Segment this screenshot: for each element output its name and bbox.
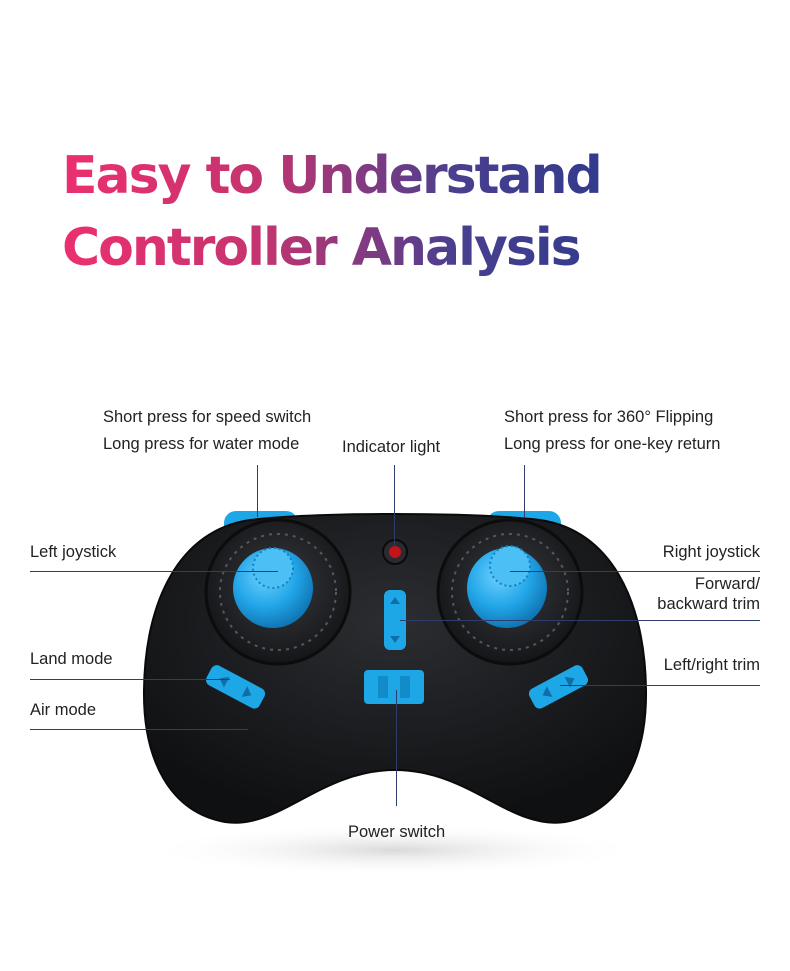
label-indicator-light: Indicator light [342, 438, 441, 456]
floor-shadow [145, 824, 645, 876]
right-joystick-cap [489, 545, 531, 587]
leader-left-shoulder [257, 465, 258, 517]
power-switch[interactable] [364, 670, 424, 704]
label-left-right-trim: Left/right trim [663, 656, 760, 674]
leader-land-mode [30, 679, 230, 680]
label-air-mode: Air mode [30, 701, 97, 719]
leader-power-switch [396, 690, 397, 806]
leader-right-shoulder [524, 465, 525, 517]
leader-left-joystick [30, 571, 278, 572]
leader-air-mode [30, 729, 248, 730]
label-left-joystick: Left joystick [30, 543, 117, 561]
leader-right-joystick [510, 571, 760, 572]
label-forward-line1: Forward/ [694, 575, 760, 593]
label-forward-line2: backward trim [657, 595, 760, 613]
label-right-joystick: Right joystick [662, 543, 760, 561]
leader-indicator [394, 465, 395, 545]
forward-backward-trim-button[interactable] [384, 590, 406, 650]
leader-forward-trim [400, 620, 760, 621]
left-joystick-grip [219, 533, 337, 651]
label-land-mode: Land mode [30, 650, 113, 668]
label-power-switch: Power switch [348, 823, 446, 841]
label-one-key-return: Long press for one-key return [504, 435, 721, 453]
left-joystick-cap [252, 547, 294, 589]
label-speed-switch: Short press for speed switch [103, 408, 312, 426]
label-water-mode: Long press for water mode [103, 435, 300, 453]
right-joystick-grip [451, 533, 569, 651]
label-flipping: Short press for 360° Flipping [504, 408, 714, 426]
leader-left-right-trim [560, 685, 760, 686]
indicator-light [389, 546, 401, 558]
left-right-trim-button[interactable] [527, 663, 590, 711]
